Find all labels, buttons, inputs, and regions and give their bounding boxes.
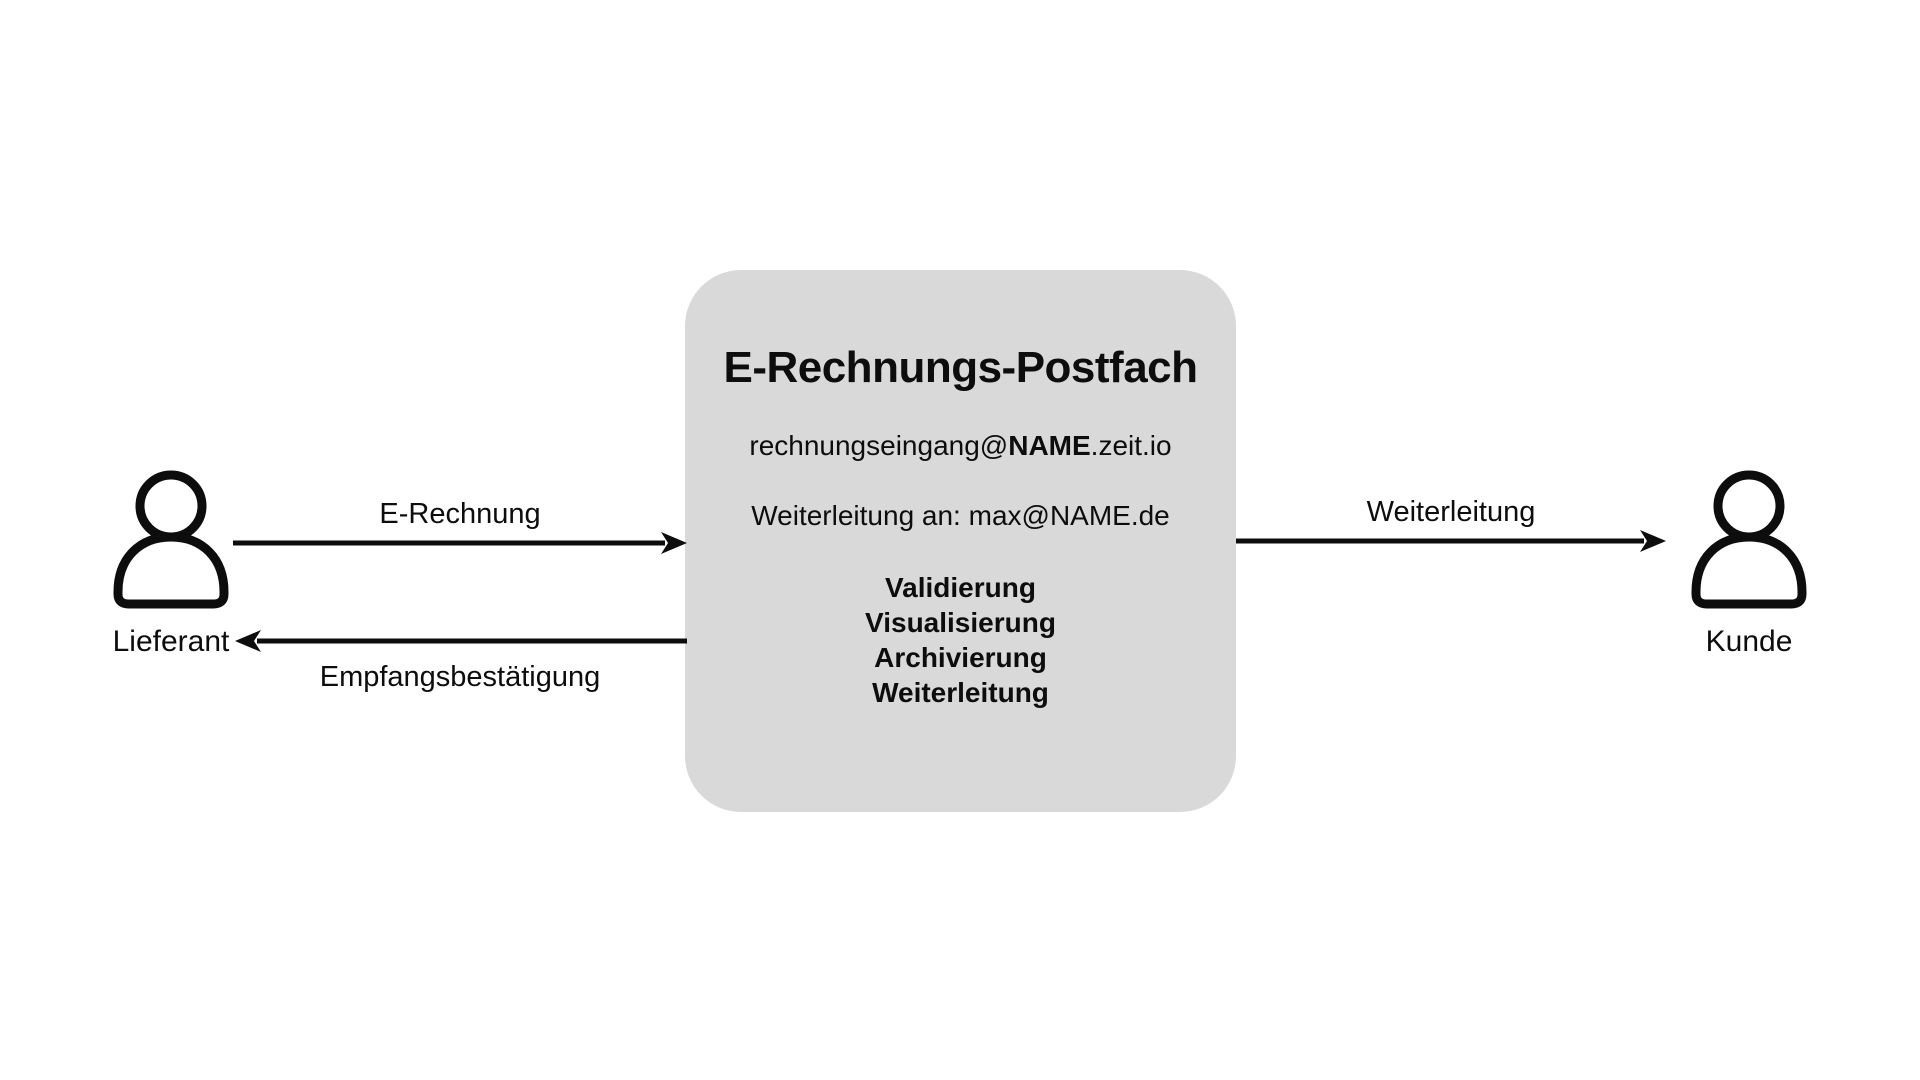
forwarding-address: Weiterleitung an: max@NAME.de [751,500,1170,531]
empfangsbestaetigung-arrow [235,629,687,653]
inbox-address-prefix: rechnungseingang@ [749,430,1009,461]
empfangsbestaetigung-arrow-label: Empfangsbestätigung [319,661,601,693]
inbox-address-suffix: .zeit.io [1090,430,1172,461]
e-rechnung-arrow [233,531,687,555]
service-list: Validierung Visualisierung Archivierung … [685,570,1236,710]
inbox-address-name: NAME [1008,430,1091,461]
customer-label: Kunde [1705,625,1793,658]
supplier-label: Lieferant [112,625,230,658]
customer-person-icon [1688,470,1810,609]
service-item-archivierung: Archivierung [874,642,1047,673]
weiterleitung-arrow-label: Weiterleitung [1366,496,1536,528]
inbox-title: E-Rechnungs-Postfach [723,343,1198,392]
service-item-visualisierung: Visualisierung [865,607,1056,638]
service-item-weiterleitung: Weiterleitung [872,677,1049,708]
inbox-address: rechnungseingang@NAME.zeit.io [685,429,1236,463]
supplier-person-icon [110,470,232,609]
weiterleitung-arrow [1236,529,1666,553]
e-rechnung-arrow-label: E-Rechnung [379,498,541,530]
inbox-box: E-Rechnungs-Postfach rechnungseingang@NA… [685,270,1236,812]
service-item-validierung: Validierung [885,572,1036,603]
